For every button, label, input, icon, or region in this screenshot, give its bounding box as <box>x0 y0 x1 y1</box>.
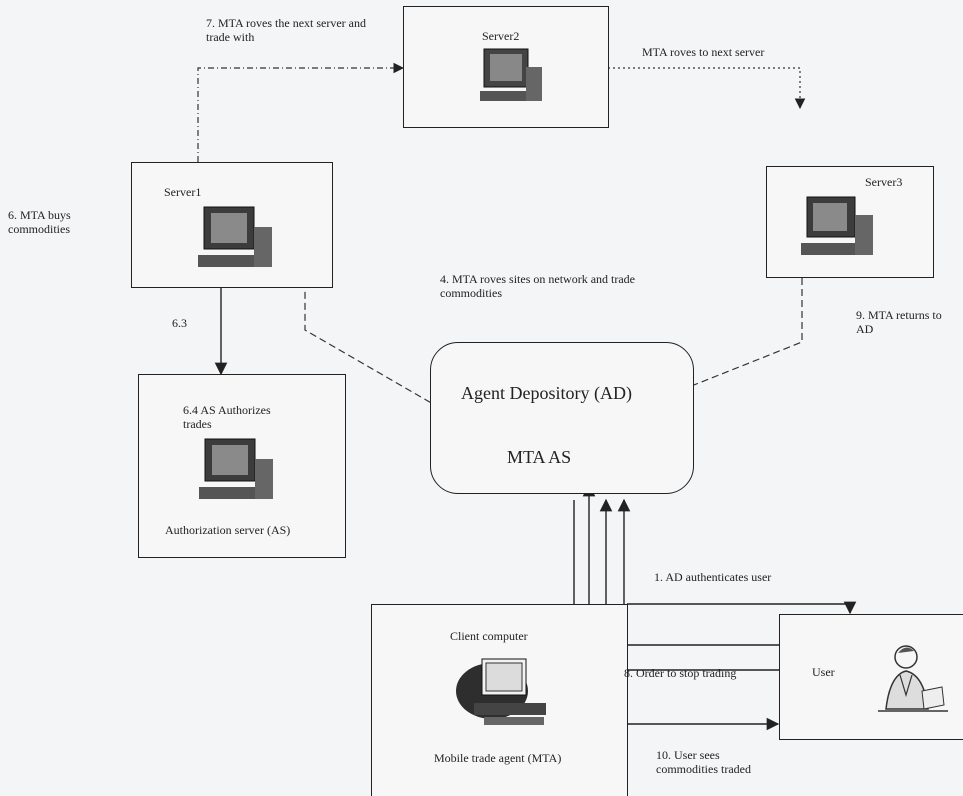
computer-icon <box>195 435 279 507</box>
computer-icon <box>454 653 564 733</box>
step-10-label: 10. User sees commodities traded <box>656 748 756 776</box>
arrow-client-to-user <box>627 604 850 613</box>
client-computer-caption: Mobile trade agent (MTA) <box>434 751 561 765</box>
step-7-label: 7. MTA roves the next server and trade w… <box>206 16 386 44</box>
step-4-label: 4. MTA roves sites on network and trade … <box>440 272 650 300</box>
server1-title: Server1 <box>164 185 201 199</box>
step-6-label: 6. MTA buys commodities <box>8 208 88 236</box>
step-1-label: 1. AD authenticates user <box>654 570 771 584</box>
step-63-label: 6.3 <box>172 316 187 330</box>
user-node: User <box>779 614 963 740</box>
server1-node: Server1 <box>131 162 333 288</box>
user-title: User <box>812 665 835 679</box>
arrow-server1-to-server2 <box>198 68 403 162</box>
client-computer-title: Client computer <box>450 629 528 643</box>
client-computer-node: Client computer Mobile trade agent (MTA) <box>371 604 628 796</box>
computer-icon <box>476 47 546 111</box>
server3-title: Server3 <box>865 175 902 189</box>
agent-depository-title: Agent Depository (AD) <box>461 383 641 404</box>
step-9-label: 9. MTA returns to AD <box>856 308 946 336</box>
person-at-desk-icon <box>872 639 952 719</box>
roves-next-label: MTA roves to next server <box>642 45 764 59</box>
computer-icon <box>797 193 877 263</box>
server3-node: Server3 <box>766 166 934 278</box>
auth-server-node: 6.4 AS Authorizes trades Authorization s… <box>138 374 346 558</box>
agent-depository-node: Agent Depository (AD) MTA AS <box>430 342 694 494</box>
server2-node: Server2 <box>403 6 609 128</box>
computer-icon <box>194 203 278 275</box>
arrow-server2-to-server3 <box>608 68 800 108</box>
agent-depository-subtitle: MTA AS <box>507 447 571 468</box>
step-8-label: 8. Order to stop trading <box>624 666 736 680</box>
auth-server-note: 6.4 AS Authorizes trades <box>183 403 293 431</box>
auth-server-title: Authorization server (AS) <box>165 523 290 537</box>
server2-title: Server2 <box>482 29 519 43</box>
